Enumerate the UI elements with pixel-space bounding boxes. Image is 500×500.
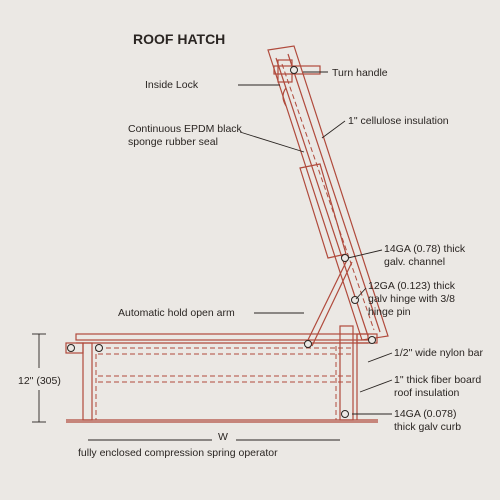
curb-left-flange (65, 342, 84, 354)
label-turn-handle: Turn handle (332, 67, 388, 79)
label-fiberboard-line1: 1" thick fiber board (394, 374, 481, 386)
hold-open-arm-bar-1 (305, 257, 349, 345)
pin-right-flange (368, 336, 376, 344)
pins (67, 66, 376, 418)
lid-cellulose-dashed (281, 63, 375, 331)
pin-channel (341, 254, 349, 262)
lid-channel-segment (299, 163, 347, 259)
label-channel-line2: galv. channel (384, 256, 445, 268)
label-curb-line2: thick galv curb (394, 421, 461, 433)
label-epdm-line2: sponge rubber seal (128, 136, 218, 148)
label-hinge-line1: 12GA (0.123) thick (368, 280, 456, 292)
label-fiberboard-line2: roof insulation (394, 387, 460, 399)
leader-lines (88, 71, 393, 441)
lid-inner-line-1 (275, 57, 369, 337)
label-epdm-line1: Continuous EPDM black (128, 123, 243, 135)
turn-handle (273, 65, 321, 75)
lock-cam (282, 87, 287, 107)
curb-left-wall (82, 342, 93, 421)
label-hold-open-arm: Automatic hold open arm (118, 307, 235, 319)
dim-height-label: 12" (305) (18, 375, 61, 387)
label-spring-operator: fully enclosed compression spring operat… (78, 447, 278, 459)
hatch-lid (267, 45, 389, 341)
label-nylon-bar: 1/2" wide nylon bar (394, 347, 483, 359)
leader-channel (347, 249, 383, 259)
leader-cellulose (321, 120, 346, 139)
dimension-height: 12" (305) (18, 333, 61, 423)
label-curb-line1: 14GA (0.078) (394, 408, 456, 420)
label-hinge-line2: galv hinge with 3/8 (368, 293, 455, 305)
leader-fiber-board (359, 379, 393, 393)
label-channel-line1: 14GA (0.78) thick (384, 243, 466, 255)
pin-left-flange (67, 344, 75, 352)
pin-spring (341, 410, 349, 418)
pin-arm-base (304, 340, 312, 348)
curb-top-frame (75, 333, 369, 341)
hold-open-arm-bar-2 (311, 261, 353, 347)
dim-width-label: W (218, 431, 228, 443)
label-inside-lock: Inside Lock (145, 79, 199, 91)
pin-handle (290, 66, 298, 74)
leader-hinge (355, 287, 367, 300)
leader-epdm-seal (239, 131, 305, 153)
hold-open-arm (305, 257, 353, 347)
lid-inner-line-2 (287, 53, 381, 333)
label-hinge-line3: hinge pin (368, 306, 411, 318)
lid-outer-frame (267, 45, 389, 341)
label-cellulose: 1" cellulose insulation (348, 115, 449, 127)
leader-nylon-bar (367, 352, 393, 363)
diagram-title: ROOF HATCH (133, 31, 225, 47)
pin-left-top (95, 344, 103, 352)
curb-assembly (65, 325, 378, 423)
